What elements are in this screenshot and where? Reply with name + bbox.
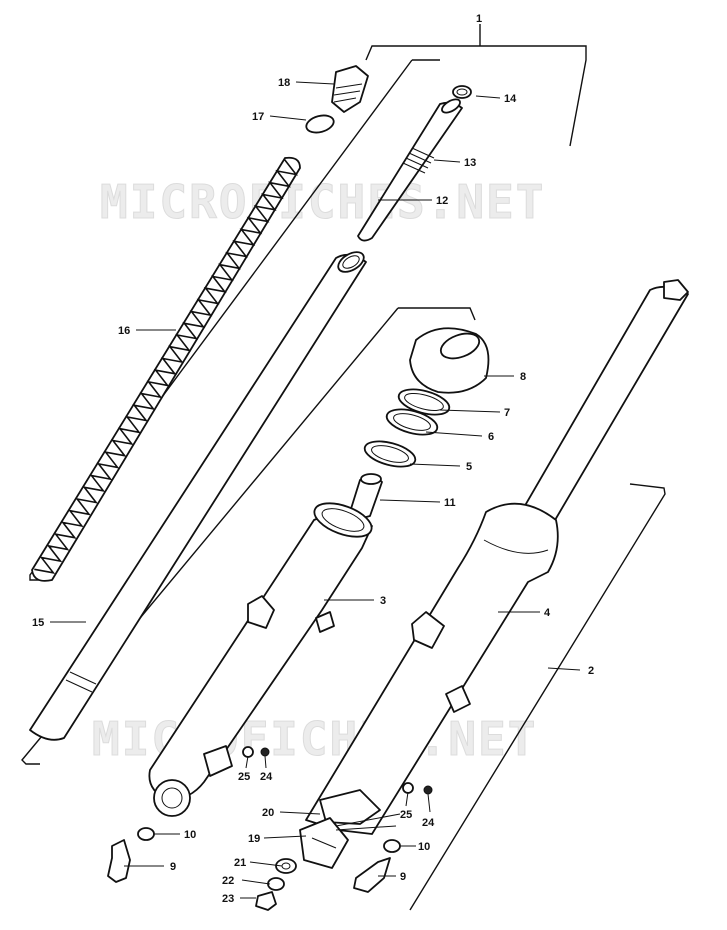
callout-16: 16 xyxy=(118,325,130,337)
piston-ring xyxy=(452,85,472,99)
callout-19: 19 xyxy=(248,833,260,845)
callout-13: 13 xyxy=(464,157,476,169)
outer-tube-right xyxy=(299,279,689,869)
callout-24-left: 24 xyxy=(260,771,273,783)
callout-17: 17 xyxy=(252,111,264,123)
callout-12: 12 xyxy=(436,195,448,207)
callout-9-left: 9 xyxy=(170,861,176,873)
callout-6: 6 xyxy=(488,431,494,443)
callout-4: 4 xyxy=(544,607,551,619)
callout-11: 11 xyxy=(444,497,456,509)
hardware xyxy=(107,746,433,911)
o-ring xyxy=(305,114,335,134)
callout-2: 2 xyxy=(588,665,594,677)
oil-seal-spacer xyxy=(385,408,439,436)
callout-20: 20 xyxy=(262,807,274,819)
damper-rod xyxy=(357,98,463,242)
dust-seal xyxy=(409,327,490,394)
callout-25-left: 25 xyxy=(238,771,250,783)
leader-lines xyxy=(50,81,581,899)
callout-7: 7 xyxy=(504,407,510,419)
fork-spring xyxy=(31,156,301,582)
callout-14: 14 xyxy=(504,93,517,105)
callout-23: 23 xyxy=(222,893,234,905)
watermark-top: MICROFICHES.NET xyxy=(100,175,545,229)
callout-21: 21 xyxy=(234,857,246,869)
cap-bolt xyxy=(331,65,369,113)
callout-3: 3 xyxy=(380,595,386,607)
callout-8: 8 xyxy=(520,371,526,383)
outer-tube-left xyxy=(148,502,373,817)
callout-10-left: 10 xyxy=(184,829,196,841)
oil-seal xyxy=(363,440,417,468)
fork-tube xyxy=(29,251,367,741)
callout-10-right: 10 xyxy=(418,841,430,853)
callout-9-right: 9 xyxy=(400,871,406,883)
callout-15: 15 xyxy=(32,617,44,629)
callout-5: 5 xyxy=(466,461,472,473)
callout-1: 1 xyxy=(476,13,482,25)
callout-18: 18 xyxy=(278,77,290,89)
callout-24-right: 24 xyxy=(422,817,435,829)
callout-labels: 1 2 3 4 5 6 7 8 9 9 10 10 11 12 13 14 15… xyxy=(32,13,594,905)
callout-25-right: 25 xyxy=(400,809,412,821)
callout-22: 22 xyxy=(222,875,234,887)
